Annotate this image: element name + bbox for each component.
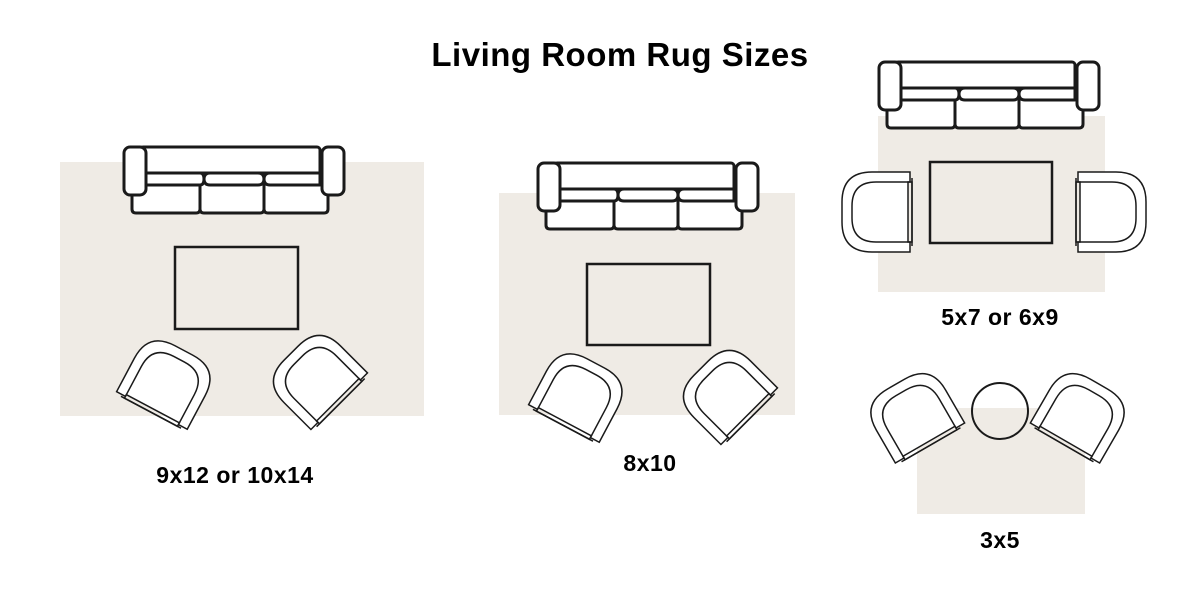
layout-small [841, 60, 1147, 292]
coffee-table-icon [173, 245, 300, 331]
coffee-table-icon [928, 160, 1054, 245]
rug-size-label-medium: 8x10 [623, 450, 677, 476]
round-table-icon [971, 382, 1029, 440]
rug-size-label-tiny: 3x5 [980, 527, 1020, 553]
rug-size-label-small: 5x7 or 6x9 [941, 304, 1059, 330]
sofa-icon [122, 145, 346, 215]
layout-large [60, 145, 424, 432]
coffee-table-icon [585, 262, 712, 347]
layout-tiny [860, 363, 1135, 514]
page-title: Living Room Rug Sizes [431, 36, 809, 73]
rug-size-label-large: 9x12 or 10x14 [156, 462, 314, 488]
layout-medium [499, 161, 795, 447]
rug-5x7 [878, 116, 1105, 292]
sofa-icon [877, 60, 1101, 130]
sofa-icon [536, 161, 760, 231]
armchair-icon [1075, 171, 1147, 253]
armchair-icon [841, 171, 913, 253]
